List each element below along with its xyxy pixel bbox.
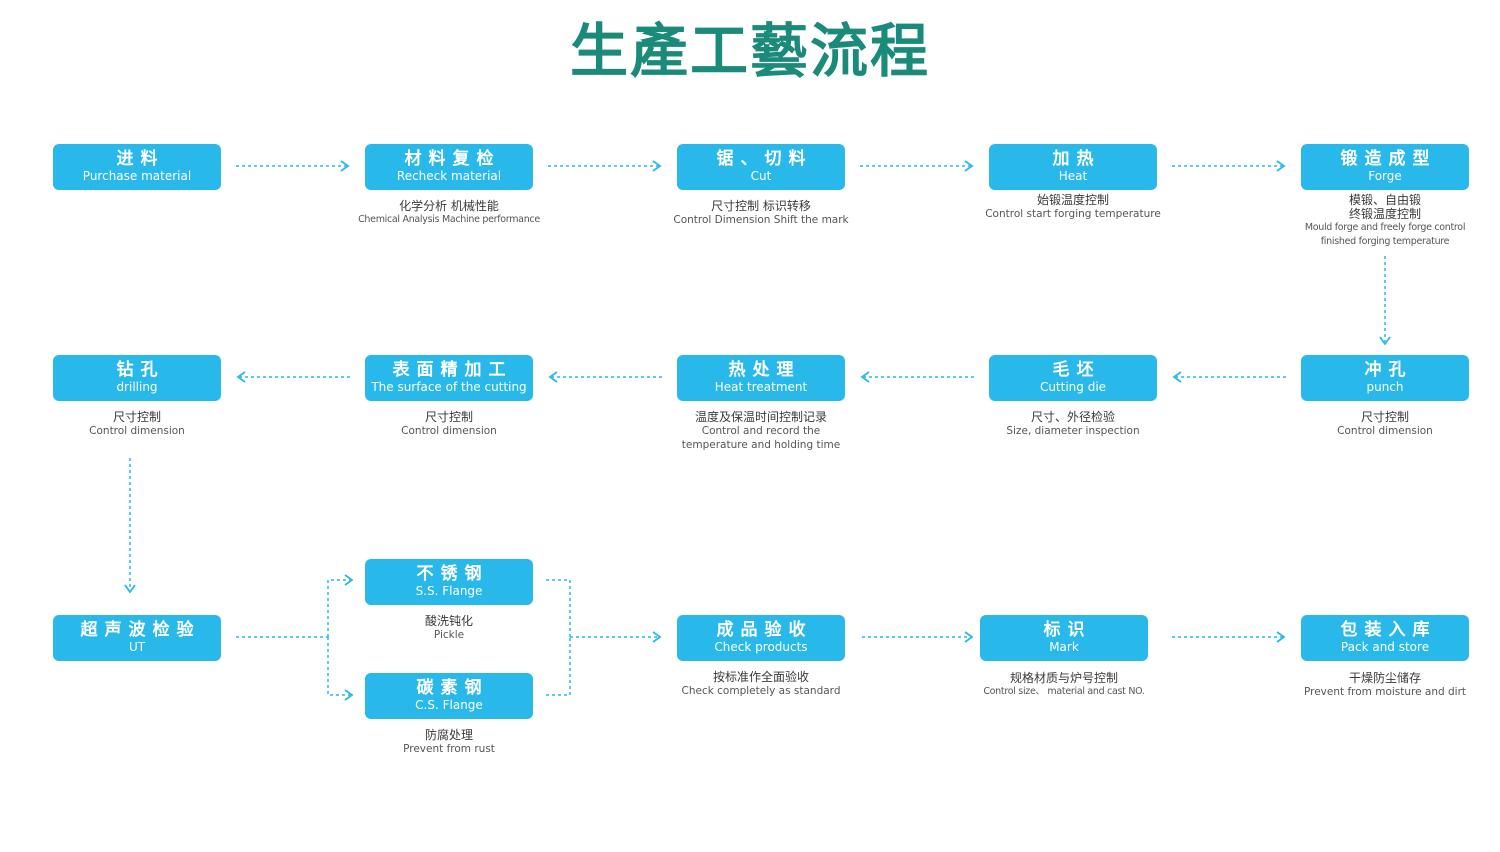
desc-recheck-material: 化学分析 机械性能 Chemical Analysis Machine perf… bbox=[358, 199, 540, 225]
desc-mark: 规格材质与炉号控制 Control size、 material and cas… bbox=[983, 671, 1145, 697]
arrowhead bbox=[344, 574, 354, 586]
desc-cs-flange: 防腐处理 Prevent from rust bbox=[403, 728, 495, 755]
arrowhead bbox=[652, 160, 662, 172]
desc-cutting-die: 尺寸、外径检验 Size, diameter inspection bbox=[1006, 410, 1140, 437]
arrowhead bbox=[964, 631, 974, 643]
arrowhead bbox=[344, 689, 354, 701]
arrowhead bbox=[964, 160, 974, 172]
step-drilling: 钻孔 drilling bbox=[53, 355, 221, 401]
desc-forge: 模锻、自由锻 终锻温度控制 Mould forge and freely for… bbox=[1304, 193, 1466, 247]
step-purchase-material: 进料 Purchase material bbox=[53, 144, 221, 190]
step-heat-treatment: 热处理 Heat treatment bbox=[677, 355, 845, 401]
desc-cut: 尺寸控制 标识转移 Control Dimension Shift the ma… bbox=[673, 199, 849, 226]
step-punch: 冲孔 punch bbox=[1301, 355, 1469, 401]
desc-punch: 尺寸控制 Control dimension bbox=[1337, 410, 1433, 437]
merge-s13 bbox=[546, 637, 571, 696]
desc-heat-treatment: 温度及保温时间控制记录 Control and record the tempe… bbox=[681, 410, 841, 451]
desc-drilling: 尺寸控制 Control dimension bbox=[89, 410, 185, 437]
step-surface-finishing: 表面精加工 The surface of the cutting bbox=[365, 355, 533, 401]
step-recheck-material: 材料复检 Recheck material bbox=[365, 144, 533, 190]
arrowhead bbox=[652, 631, 662, 643]
arrowhead bbox=[1276, 631, 1286, 643]
desc-heat: 始锻温度控制 Control start forging temperature bbox=[985, 193, 1161, 220]
branch-down bbox=[327, 637, 350, 696]
desc-check-products: 按标准作全面验收 Check completely as standard bbox=[681, 670, 841, 697]
arrowhead bbox=[124, 584, 136, 594]
arrowhead bbox=[1172, 371, 1182, 383]
arrowhead bbox=[548, 371, 558, 383]
dotted-lines bbox=[129, 165, 1386, 696]
arrowhead bbox=[1276, 160, 1286, 172]
arrowheads bbox=[124, 160, 1391, 701]
step-mark: 标识 Mark bbox=[980, 615, 1148, 661]
step-heat: 加热 Heat bbox=[989, 144, 1157, 190]
arrowhead bbox=[236, 371, 246, 383]
desc-pack-and-store: 干燥防尘储存 Prevent from moisture and dirt bbox=[1303, 671, 1467, 698]
step-cs-flange: 碳素钢 C.S. Flange bbox=[365, 673, 533, 719]
arrowhead bbox=[340, 160, 350, 172]
step-ut: 超声波检验 UT bbox=[53, 615, 221, 661]
step-check-products: 成品验收 Check products bbox=[677, 615, 845, 661]
step-forge: 锻造成型 Forge bbox=[1301, 144, 1469, 190]
branch-up bbox=[327, 579, 350, 637]
step-ss-flange: 不锈钢 S.S. Flange bbox=[365, 559, 533, 605]
desc-surface-finishing: 尺寸控制 Control dimension bbox=[401, 410, 497, 437]
step-pack-and-store: 包装入库 Pack and store bbox=[1301, 615, 1469, 661]
merge-s12 bbox=[546, 579, 571, 637]
page-title: 生產工藝流程 bbox=[569, 17, 930, 85]
arrowhead bbox=[860, 371, 870, 383]
arrowhead bbox=[1379, 336, 1391, 346]
step-cutting-die: 毛坯 Cutting die bbox=[989, 355, 1157, 401]
step-cut: 锯、切料 Cut bbox=[677, 144, 845, 190]
desc-ss-flange: 酸洗钝化 Pickle bbox=[424, 614, 473, 641]
